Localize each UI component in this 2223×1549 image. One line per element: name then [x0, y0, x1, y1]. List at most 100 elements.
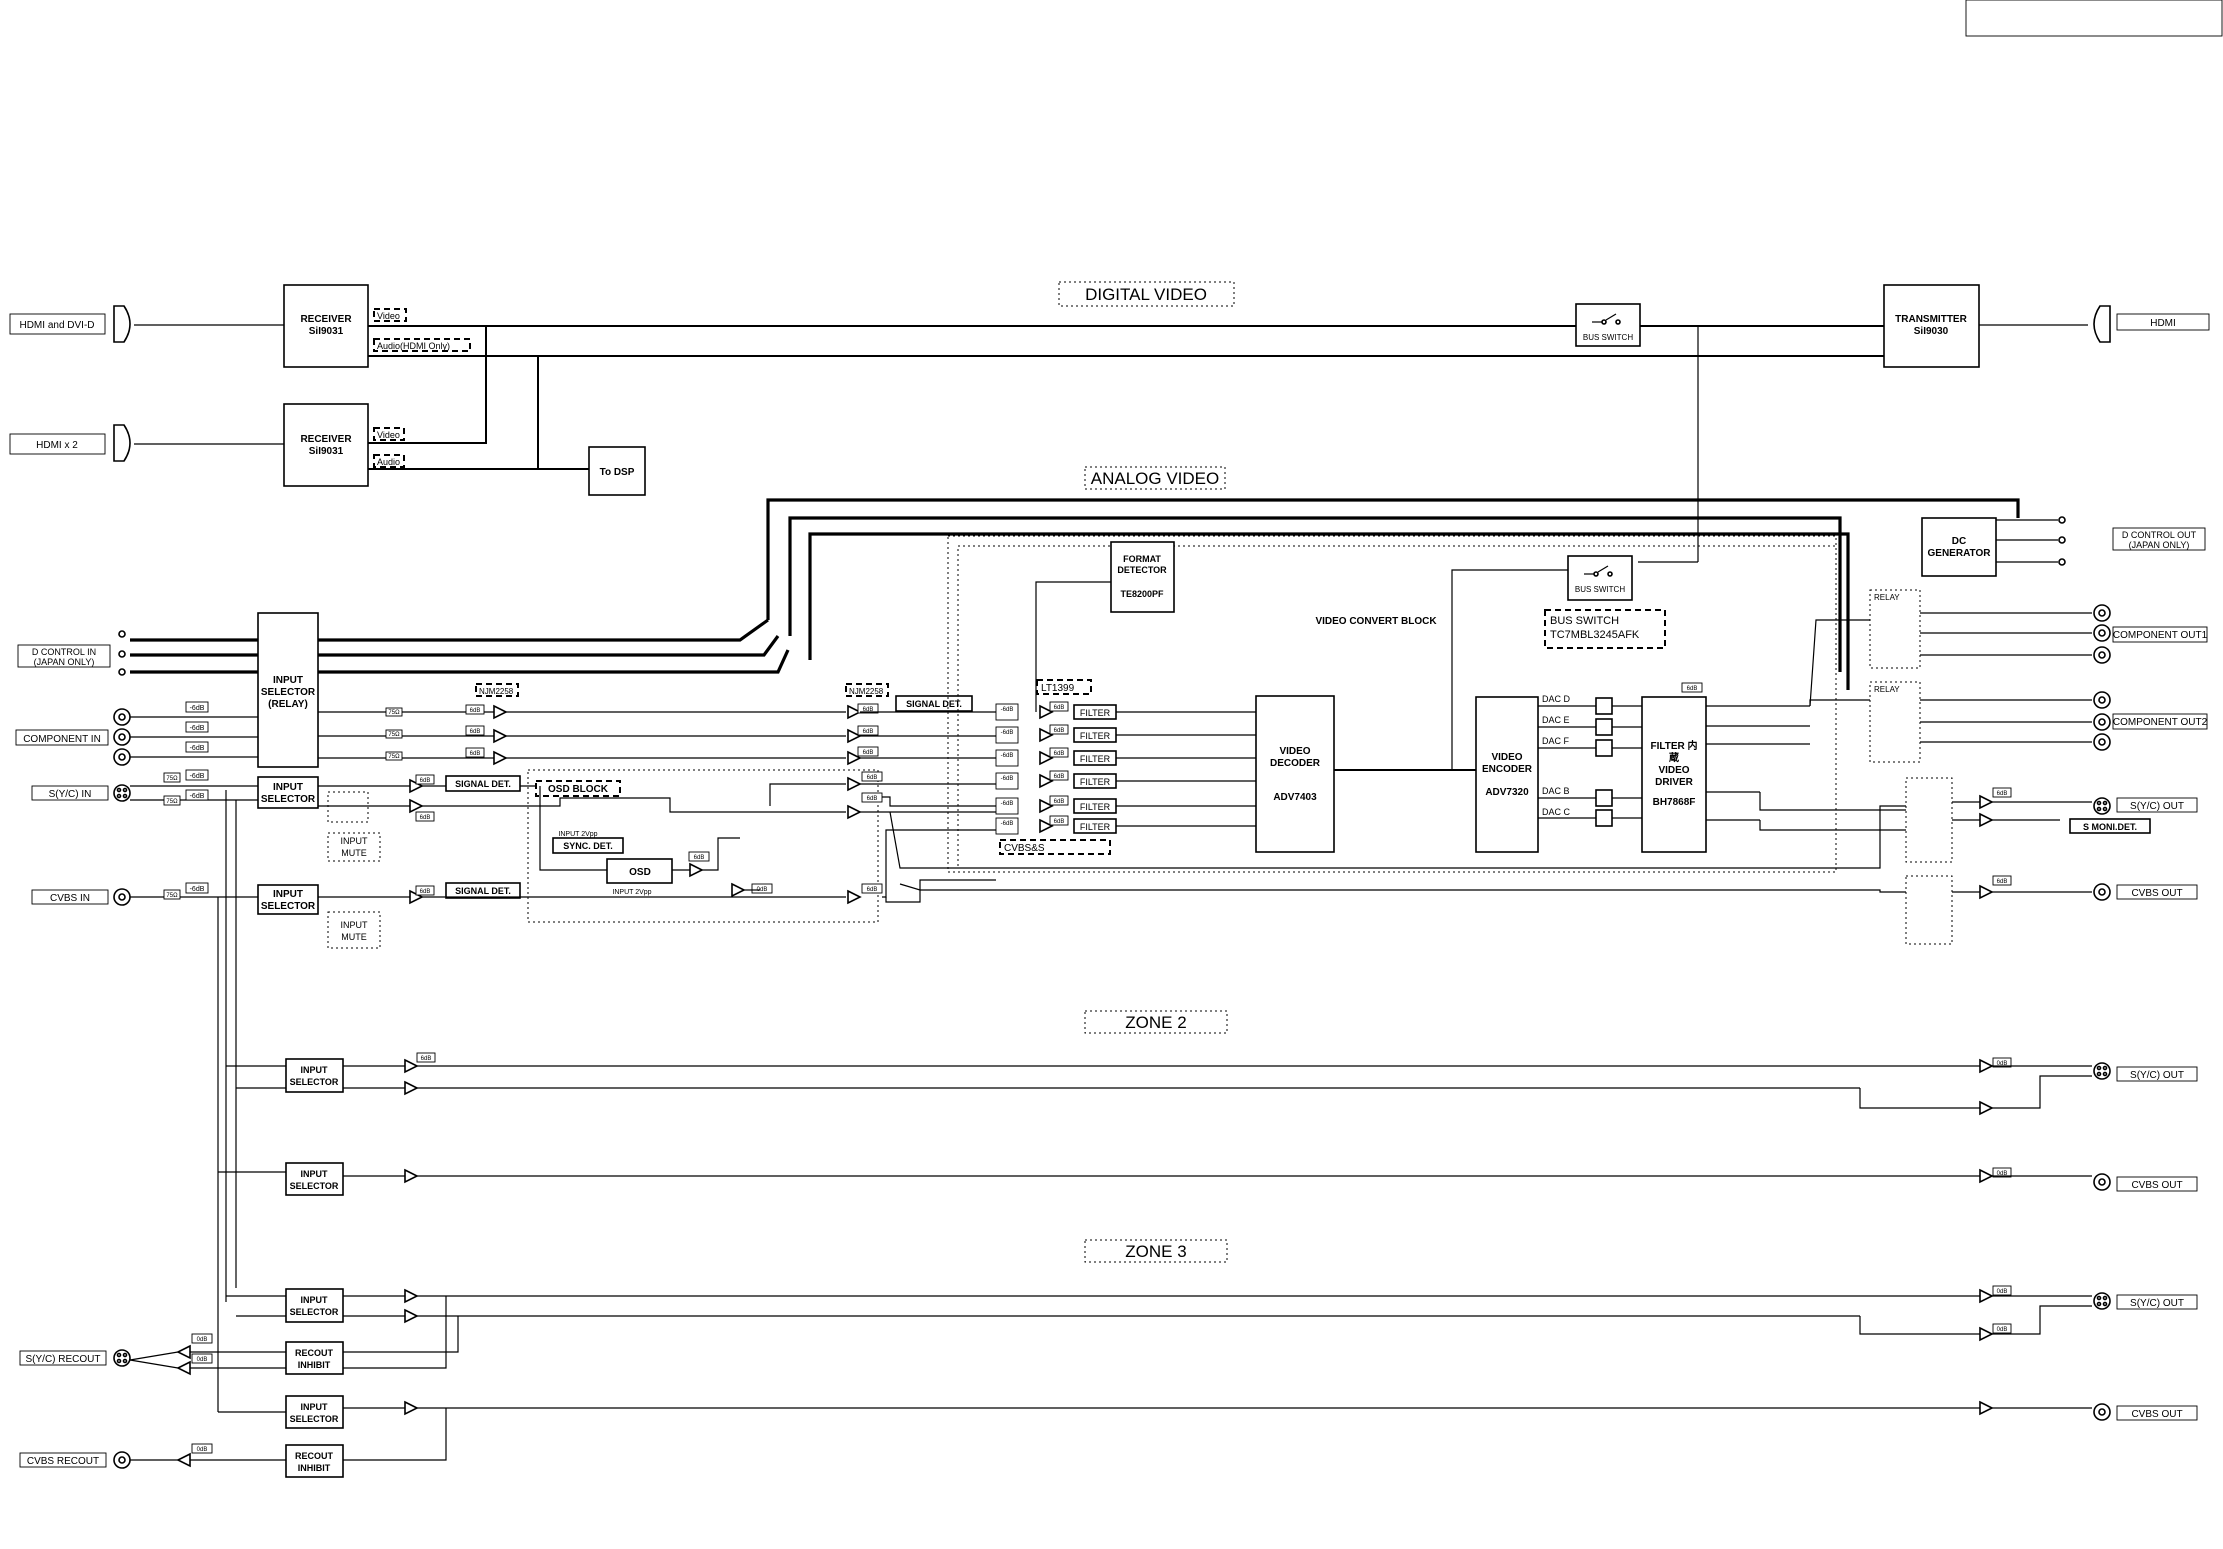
audio-hdmi-tag: Audio(HDMI Only)	[377, 341, 450, 351]
input-mute-2-l1: INPUT	[341, 920, 369, 930]
input-mute-frame-1	[327, 791, 369, 823]
gain-label: 6dB	[863, 707, 874, 713]
pot-icon	[1595, 739, 1613, 757]
recout-inhibit-syc	[285, 1341, 344, 1375]
zone3-cvbs-out-text: CVBS OUT	[2131, 1409, 2182, 1420]
filter-driver-l1: FILTER 内	[1650, 739, 1697, 752]
gain-label: 0dB	[1997, 1289, 2008, 1295]
s-video-jack-icon	[113, 784, 131, 802]
sync-det-text: SYNC. DET.	[563, 841, 613, 851]
bus-switch-analog-text: BUS SWITCH	[1575, 585, 1625, 594]
video-encoder-l1: VIDEO	[1491, 752, 1522, 763]
cvbs-out-text: CVBS OUT	[2131, 888, 2182, 899]
att-label: -6dB	[1001, 707, 1014, 713]
gain-label: -6dB	[190, 793, 205, 800]
gain-label: 6dB	[1054, 774, 1065, 780]
zone2-is1-l1: INPUT	[301, 1065, 329, 1075]
receiver-2-block	[283, 403, 369, 487]
terminal-icon	[118, 650, 126, 658]
hdmi-out-text: HDMI	[2150, 318, 2176, 329]
component-in-label	[15, 729, 109, 746]
format-detector-l2: DETECTOR	[1117, 565, 1167, 575]
amp-icon	[176, 1344, 191, 1360]
hdmi-out-label	[2116, 313, 2210, 331]
analog-video-title: ANALOG VIDEO	[1091, 469, 1219, 488]
receiver-1-part: SiI9031	[309, 326, 344, 337]
video-tag-frame	[373, 308, 407, 322]
gain-label: 6dB	[420, 889, 431, 895]
amp-icon	[847, 704, 862, 720]
hdmi-out-connector-icon	[2093, 305, 2111, 343]
dc-generator-l2: GENERATOR	[1928, 548, 1992, 559]
component-in-text: COMPONENT IN	[23, 734, 101, 745]
zone3-is2-l1: INPUT	[301, 1402, 329, 1412]
gain-label: 6dB	[863, 729, 874, 735]
s-video-jack-icon	[113, 1349, 131, 1367]
dc-generator-block	[1921, 517, 1997, 577]
input-selector-relay-block	[257, 612, 319, 768]
input-selector-syc-l2: SELECTOR	[261, 794, 316, 805]
input-selector-syc	[257, 776, 319, 809]
zone3-input-selector-cvbs	[285, 1395, 344, 1429]
filter-driver-l4: DRIVER	[1655, 777, 1694, 788]
amp-icon	[1039, 704, 1054, 720]
zone2-is2-l1: INPUT	[301, 1169, 329, 1179]
amp-icon	[1979, 1100, 1994, 1116]
gain-label: 6dB	[470, 729, 481, 735]
gain-label: 0dB	[197, 1337, 208, 1343]
njm2258-2: NJM2258	[849, 687, 884, 696]
amp-icon	[493, 728, 508, 744]
amp-icon	[1039, 818, 1054, 834]
relay-2-label: RELAY	[1874, 685, 1900, 694]
gain-label: 6dB	[867, 796, 878, 802]
att-label: -6dB	[1001, 753, 1014, 759]
gain-label: 6dB	[420, 778, 431, 784]
input-selector-cvbs-l1: INPUT	[273, 889, 303, 900]
gain-label: 6dB	[1687, 686, 1698, 692]
transmitter-block	[1883, 284, 1980, 368]
format-detector-block	[1110, 541, 1175, 613]
input-mute-label-frame-2	[327, 911, 381, 949]
amp-icon	[404, 1168, 419, 1184]
video-decoder-part: ADV7403	[1273, 792, 1317, 803]
bus-switch-part-frame	[1544, 609, 1666, 649]
signal-det-syc-text: SIGNAL DET.	[455, 779, 511, 789]
component-out2-text: COMPONENT OUT2	[2113, 717, 2208, 728]
d-control-out-text: D CONTROL OUT	[2122, 530, 2197, 540]
cvbs-recout-label	[19, 1452, 107, 1468]
gain-label: 6dB	[470, 751, 481, 757]
gain-label: -6dB	[190, 773, 205, 780]
input-mute-2-l2: MUTE	[341, 932, 367, 942]
amp-icon	[731, 882, 746, 898]
input-selector-cvbs	[257, 884, 319, 915]
audio-tag-2: Audio	[377, 457, 400, 467]
gain-label: 6dB	[1054, 751, 1065, 757]
cvbs-in-label	[31, 889, 109, 905]
zone2-title: ZONE 2	[1125, 1013, 1186, 1032]
d-control-in-label	[17, 644, 111, 668]
component-out2-label	[2112, 713, 2208, 730]
osd-chip-text: OSD	[629, 867, 651, 878]
cvbs-s-frame	[999, 839, 1111, 855]
syc-out-label	[2116, 797, 2198, 813]
video-tag-1: Video	[377, 311, 400, 321]
terminal-icon	[2058, 516, 2066, 524]
transmitter-name: TRANSMITTER	[1895, 314, 1967, 325]
video-decoder-block	[1255, 695, 1335, 853]
input-selector-syc-l1: INPUT	[273, 782, 303, 793]
component-out1-label	[2112, 626, 2208, 643]
dac-d-label: DAC D	[1542, 694, 1571, 704]
osd-block-title: OSD BLOCK	[548, 784, 609, 795]
input-mute-1-l1: INPUT	[341, 836, 369, 846]
video-decoder-l1: VIDEO	[1279, 746, 1310, 757]
digital-video-label-frame	[1058, 281, 1235, 307]
s-video-jack-icon	[2093, 797, 2111, 815]
ohm-label: 75Ω	[388, 754, 400, 760]
gain-label: 0dB	[197, 1357, 208, 1363]
zone2-input-selector-syc	[285, 1058, 344, 1093]
signal-det-component-text: SIGNAL DET.	[906, 699, 962, 709]
dac-c-label: DAC C	[1542, 807, 1571, 817]
video-tag-frame	[373, 427, 405, 441]
audio-hdmi-tag-frame	[373, 338, 471, 352]
